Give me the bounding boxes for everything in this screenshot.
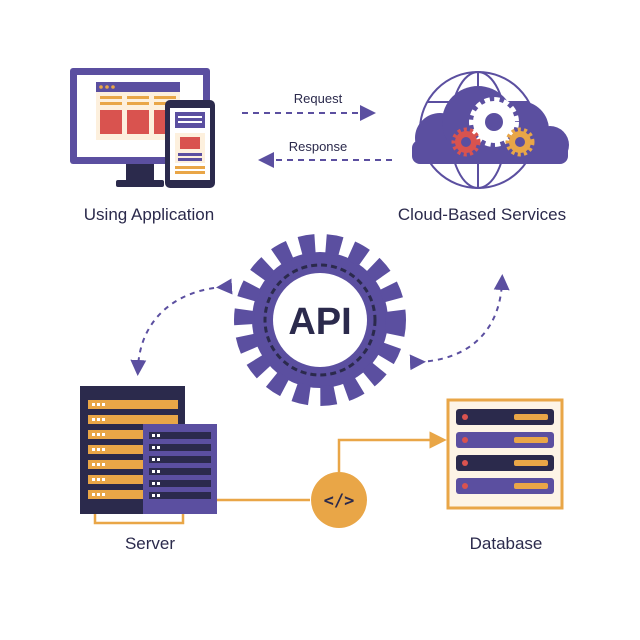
application-icon	[70, 68, 215, 188]
server-icon	[80, 386, 217, 525]
api-server-arrow	[130, 278, 233, 376]
code-database-connector	[337, 431, 447, 472]
gear-icon	[505, 127, 535, 157]
response-label: Response	[289, 139, 348, 154]
code-icon	[311, 472, 367, 528]
server-label: Server	[125, 534, 175, 553]
api-cloud-arrow	[409, 274, 510, 371]
request-label: Request	[294, 91, 343, 106]
api-label: API	[288, 301, 351, 343]
database-label: Database	[470, 534, 543, 553]
application-label: Using Application	[84, 205, 214, 224]
gear-icon	[469, 97, 519, 147]
database-icon	[446, 398, 564, 510]
api-gear-icon	[234, 234, 406, 406]
code-label: </>	[324, 491, 355, 511]
cloud-icon	[412, 71, 569, 189]
cloud-label: Cloud-Based Services	[398, 205, 566, 224]
gear-icon	[451, 127, 481, 157]
